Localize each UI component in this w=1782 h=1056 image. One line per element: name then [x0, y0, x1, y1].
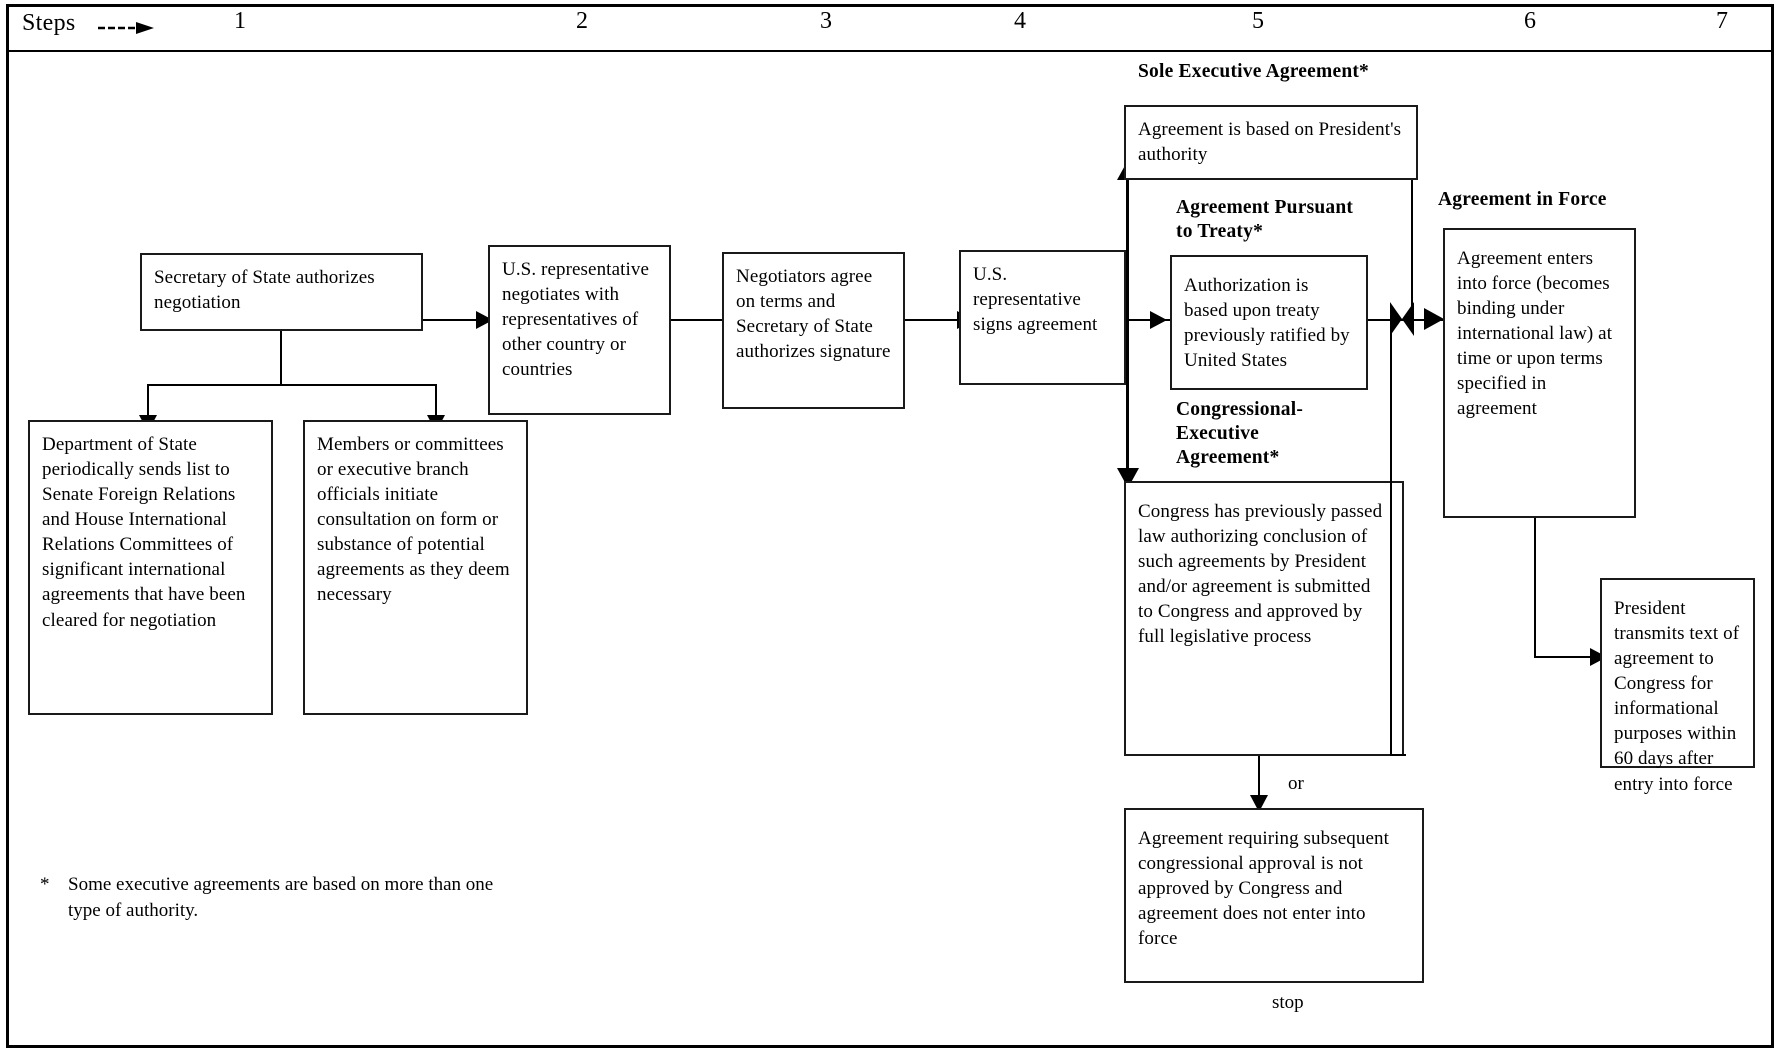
- connector-in-force-right: [1534, 656, 1594, 658]
- box-us-representative-signs: U.S. representative signs agreement: [959, 250, 1126, 385]
- step-number-6: 6: [1524, 8, 1536, 34]
- footnote: * Some executive agreements are based on…: [40, 872, 510, 923]
- caption-congressional-executive-agreement: Congressional- Executive Agreement*: [1176, 399, 1304, 468]
- connector-sole-executive-down: [1411, 180, 1413, 320]
- label-stop: stop: [1272, 992, 1304, 1013]
- connector-secretary-to-usrep: [423, 319, 478, 321]
- step-number-5: 5: [1252, 8, 1264, 34]
- label-or: or: [1288, 773, 1304, 794]
- step-number-2: 2: [576, 8, 588, 34]
- footnote-text: Some executive agreements are based on m…: [68, 874, 494, 921]
- connector-congressional-up-to-merge: [1390, 319, 1392, 756]
- connector-secretary-split-bar: [147, 384, 437, 386]
- connector-trunk-down-to-congressional: [1126, 319, 1129, 474]
- connector-usrep-to-negotiators: [671, 319, 726, 321]
- connector-congressional-right-stub: [1390, 754, 1406, 756]
- steps-right-arrow-icon: [98, 22, 154, 34]
- connector-in-force-down: [1534, 518, 1536, 658]
- box-us-representative-negotiates: U.S. representative negotiates with repr…: [488, 245, 671, 415]
- box-president-transmits-text: President transmits text of agreement to…: [1600, 578, 1755, 795]
- connector-trunk-up-to-sole-executive: [1126, 175, 1129, 320]
- box-negotiators-agree-on-terms: Negotiators agree on terms and Secretary…: [722, 252, 905, 409]
- step-number-4: 4: [1014, 8, 1026, 34]
- arrow-merge-to-agreement-in-force: [1424, 308, 1444, 330]
- caption-agreement-pursuant-to-treaty: Agreement Pursuant to Treaty*: [1176, 197, 1354, 242]
- header-divider: [9, 50, 1771, 52]
- connector-congressional-to-not-approved: [1258, 756, 1260, 804]
- box-secretary-authorizes-negotiation: Secretary of State authorizes negotiatio…: [140, 253, 423, 331]
- figure-border: [6, 4, 1774, 1048]
- arrow-signs-to-pursuant-treaty: [1150, 311, 1167, 329]
- arrow-to-not-approved: [1250, 795, 1268, 812]
- step-number-3: 3: [820, 8, 832, 34]
- box-congressional-executive-agreement: Congress has previously passed law autho…: [1124, 481, 1404, 756]
- footnote-marker: *: [40, 874, 50, 895]
- merge-junction-icon: [1390, 302, 1414, 336]
- caption-agreement-in-force: Agreement in Force: [1438, 189, 1607, 210]
- box-dept-of-state-sends-list: Department of State periodically sends l…: [28, 420, 273, 715]
- connector-to-members: [435, 384, 437, 422]
- step-number-7: 7: [1716, 8, 1728, 34]
- connector-negotiators-to-signs: [905, 319, 959, 321]
- connector-to-dept-state: [147, 384, 149, 422]
- box-agreement-enters-into-force: Agreement enters into force (becomes bin…: [1443, 228, 1636, 518]
- step-number-1: 1: [234, 8, 246, 34]
- steps-label: Steps: [22, 10, 76, 36]
- box-agreement-not-approved: Agreement requiring subsequent congressi…: [1124, 808, 1424, 983]
- box-authorization-based-on-treaty: Authorization is based upon treaty previ…: [1170, 255, 1368, 390]
- caption-sole-executive-agreement: Sole Executive Agreement*: [1138, 61, 1370, 82]
- box-sole-executive-agreement: Agreement is based on President's author…: [1124, 105, 1418, 180]
- connector-secretary-down-stem: [280, 331, 282, 385]
- box-members-initiate-consultation: Members or committees or executive branc…: [303, 420, 528, 715]
